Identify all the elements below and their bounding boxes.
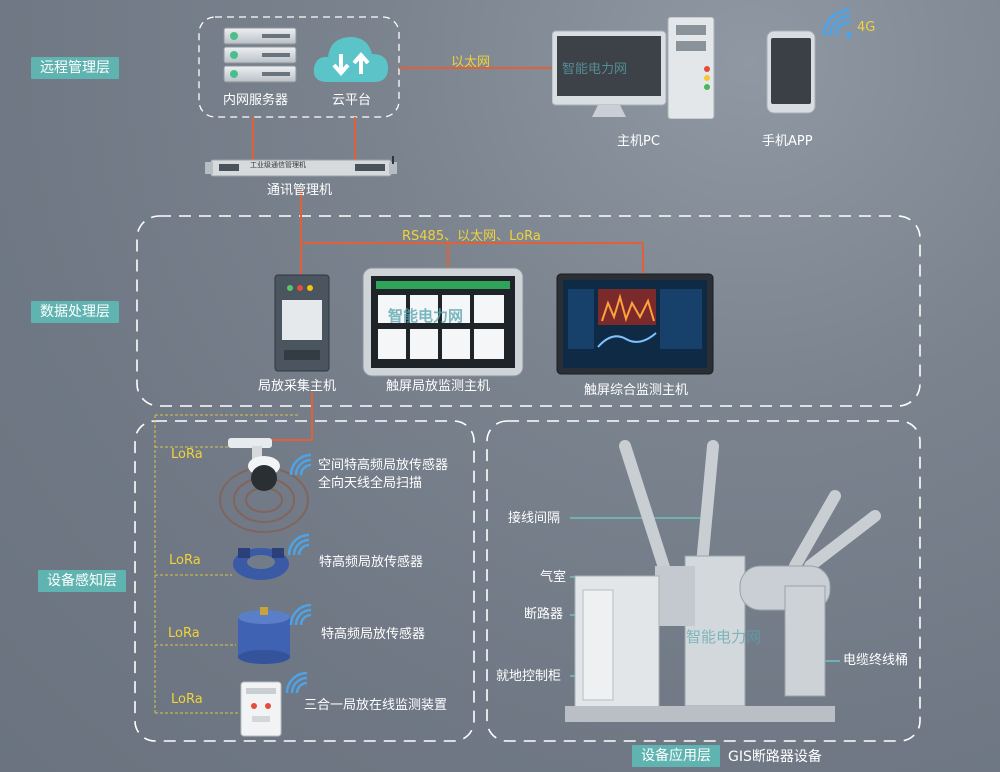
- sensor4-wifi-icon: [285, 671, 308, 694]
- data-layer-border: [136, 215, 921, 407]
- desktop-pc-icon: [552, 17, 715, 119]
- uhf-ring-sensor: [233, 548, 289, 580]
- sensor1-label-line2: 全向天线全局扫描: [318, 476, 423, 491]
- touch-integrated-label: 触屏综合监测主机: [584, 383, 689, 398]
- bus-label: RS485、以太网、LoRa: [402, 229, 541, 244]
- sensor2-label: 特高频局放传感器: [319, 555, 424, 570]
- comm-device-text: 工业级通信管理机: [250, 161, 306, 169]
- touch-pd-watermark: 智能电力网: [388, 307, 464, 325]
- gis-label-breaker: 断路器: [524, 607, 564, 622]
- touch-integrated-monitor: [556, 273, 714, 375]
- ethernet-label: 以太网: [451, 55, 491, 70]
- sensor3-wifi-icon: [289, 603, 312, 626]
- gis-label-cable-terminal: 电缆终线桶: [843, 653, 909, 668]
- layer-tag-sensing: 设备感知层: [38, 570, 126, 592]
- sensing-layer-border: [134, 420, 475, 742]
- gis-title: GIS断路器设备: [728, 749, 822, 765]
- sensor1-wifi-icon: [289, 453, 312, 476]
- phone-icon: [766, 30, 816, 114]
- lora-label-4: LoRa: [171, 692, 203, 707]
- cloud-icon: [313, 37, 388, 82]
- remote-server-group-border: [198, 16, 400, 118]
- uhf-cylinder-sensor: [238, 607, 290, 664]
- gis-label-control-cabinet: 就地控制柜: [496, 669, 562, 684]
- three-in-one-monitor: [240, 681, 282, 737]
- comm-manager-label: 通讯管理机: [267, 183, 333, 198]
- lora-label-3: LoRa: [168, 626, 200, 641]
- layer-tag-remote: 远程管理层: [31, 57, 119, 79]
- application-layer-border: [486, 420, 921, 742]
- pd-collector-device: [274, 274, 330, 372]
- touch-pd-label: 触屏局放监测主机: [386, 379, 491, 394]
- cloud-label: 云平台: [332, 93, 372, 108]
- gis-label-gas-chamber: 气室: [540, 570, 567, 585]
- pd-collector-label: 局放采集主机: [258, 379, 337, 394]
- signal-4g-label: 4G: [857, 20, 876, 35]
- gis-label-bay: 接线间隔: [508, 511, 561, 526]
- app-label: 手机APP: [762, 134, 813, 149]
- pc-label: 主机PC: [617, 134, 660, 149]
- server-icon: [223, 27, 297, 83]
- lora-label-2: LoRa: [169, 553, 201, 568]
- comm-manager-device: [205, 156, 397, 177]
- gis-breaker-equipment: [565, 440, 881, 722]
- pc-screen-watermark: 智能电力网: [562, 62, 628, 77]
- sensor4-label: 三合一局放在线监测装置: [304, 698, 448, 713]
- layer-tag-application: 设备应用层: [632, 745, 720, 767]
- lora-label-1: LoRa: [171, 447, 203, 462]
- gis-watermark: 智能电力网: [686, 628, 762, 646]
- sensor3-label: 特高频局放传感器: [321, 627, 426, 642]
- wifi-signal-icon: [822, 8, 852, 38]
- sensor2-wifi-icon: [287, 533, 310, 556]
- server-label: 内网服务器: [223, 93, 289, 108]
- layer-tag-data: 数据处理层: [31, 301, 119, 323]
- space-uhf-sensor: [219, 438, 309, 533]
- sensor1-label-line1: 空间特高频局放传感器: [318, 458, 449, 473]
- touch-pd-monitor: [362, 267, 524, 377]
